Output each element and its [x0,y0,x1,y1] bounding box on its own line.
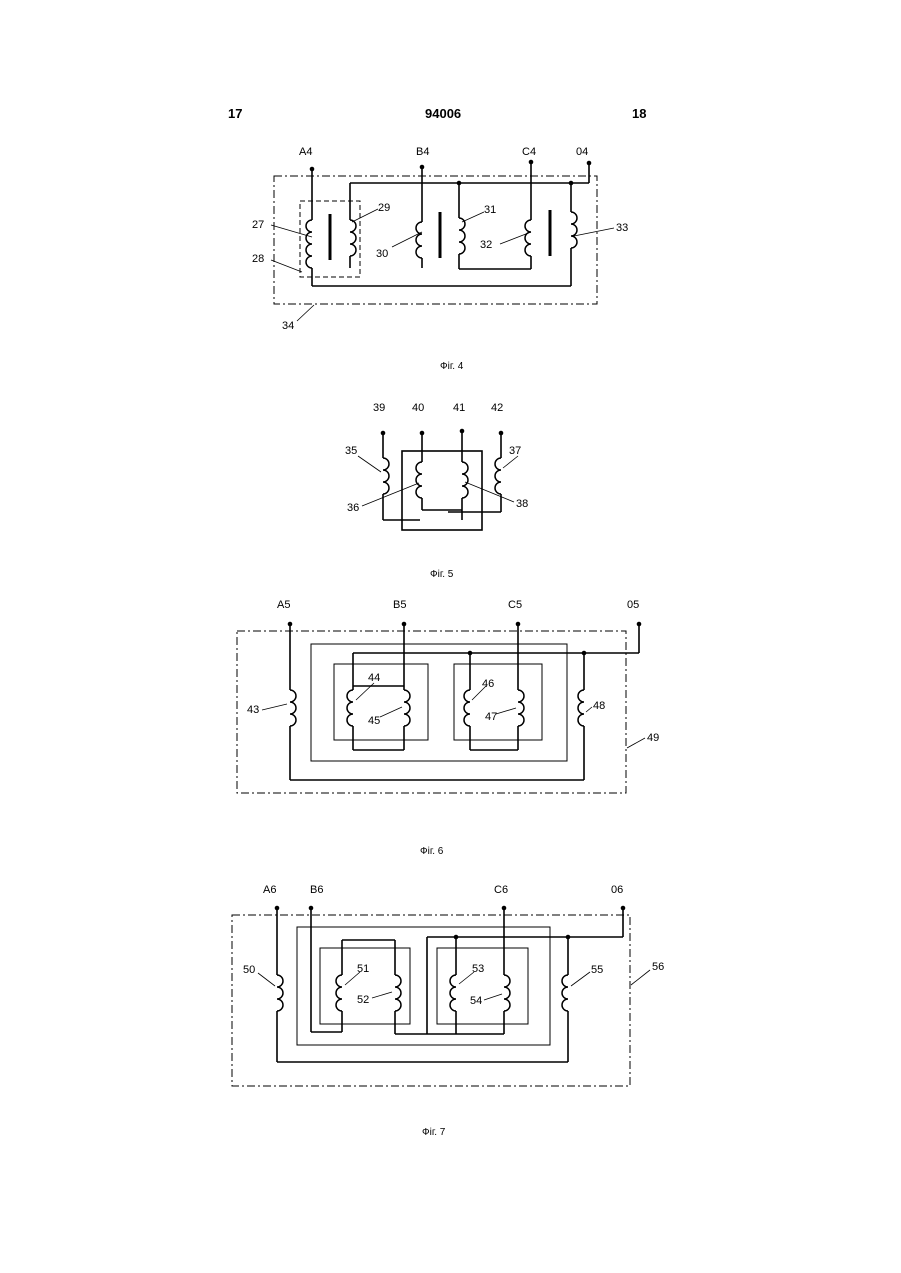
ref-label: 36 [347,502,359,514]
figure-5-caption: Фіг. 5 [430,569,453,580]
figure-6-diagram: A5 B5 C5 05 43 44 45 46 47 48 49 [0,590,901,810]
terminal-label: C6 [494,884,508,896]
terminal-label: 04 [576,146,588,158]
ref-label: 53 [472,963,484,975]
winding-31 [459,218,465,254]
ref-label: 56 [652,961,664,973]
ref-label: 48 [593,700,605,712]
winding-43 [290,690,296,726]
ref-label: 49 [647,732,659,744]
ref-label: 54 [470,995,482,1007]
ref-label: 35 [345,445,357,457]
winding-45 [404,690,410,726]
core-outer [297,927,550,1045]
page-number-right: 18 [632,106,646,121]
winding-36 [416,462,422,498]
winding-35 [383,458,389,494]
winding-52 [395,975,401,1011]
winding-38 [462,462,468,498]
ref-label: 55 [591,964,603,976]
ref-label: 45 [368,715,380,727]
terminal-label: 41 [453,402,465,414]
ref-label: 50 [243,964,255,976]
terminal-label: 05 [627,599,639,611]
figure-7-diagram: A6 B6 C6 06 50 51 52 53 54 55 56 [0,875,901,1095]
terminal-label: C4 [522,146,536,158]
figure-4-caption: Фіг. 4 [440,361,463,372]
winding-47 [518,690,524,726]
terminal-label: A6 [263,884,276,896]
page-number-left: 17 [228,106,242,121]
ref-label: 37 [509,445,521,457]
winding-51 [336,975,342,1011]
ref-label: 32 [480,239,492,251]
terminal-label: B4 [416,146,429,158]
winding-33 [571,212,577,248]
patent-number: 94006 [425,106,461,121]
figure-6-caption: Фіг. 6 [420,846,443,857]
winding-29 [350,220,356,256]
winding-32 [525,220,531,256]
winding-37 [495,458,501,494]
ref-label: 43 [247,704,259,716]
core-window-left [320,948,410,1024]
enclosure-56 [232,915,630,1086]
core-frame [402,451,482,530]
figure-7-caption: Фіг. 7 [422,1127,445,1138]
figure-4-diagram: A4 B4 C4 04 27 28 29 30 31 32 33 34 [0,140,901,340]
ref-label: 51 [357,963,369,975]
terminal-label: B5 [393,599,406,611]
terminal-label: 39 [373,402,385,414]
ref-label: 46 [482,678,494,690]
terminal-label: C5 [508,599,522,611]
ref-label: 52 [357,994,369,1006]
winding-27 [306,220,312,268]
terminal-label: B6 [310,884,323,896]
ref-label: 33 [616,222,628,234]
ref-label: 34 [282,320,294,332]
winding-48 [578,690,584,726]
terminal-label: 42 [491,402,503,414]
ref-label: 28 [252,253,264,265]
core-window-left [334,664,428,740]
terminal-label: A5 [277,599,290,611]
winding-44 [347,690,353,726]
ref-label: 29 [378,202,390,214]
core-window-right [437,948,528,1024]
ref-label: 31 [484,204,496,216]
winding-46 [464,690,470,726]
terminal-label: A4 [299,146,312,158]
winding-55 [562,975,568,1011]
terminal-label: 06 [611,884,623,896]
figure-5-diagram: 39 40 41 42 35 36 37 38 [0,395,901,545]
winding-53 [450,975,456,1011]
ref-label: 47 [485,711,497,723]
winding-50 [277,975,283,1011]
ref-label: 38 [516,498,528,510]
ref-label: 44 [368,672,380,684]
winding-30 [416,222,422,258]
terminal-label: 40 [412,402,424,414]
ref-label: 27 [252,219,264,231]
ref-label: 30 [376,248,388,260]
winding-54 [504,975,510,1011]
